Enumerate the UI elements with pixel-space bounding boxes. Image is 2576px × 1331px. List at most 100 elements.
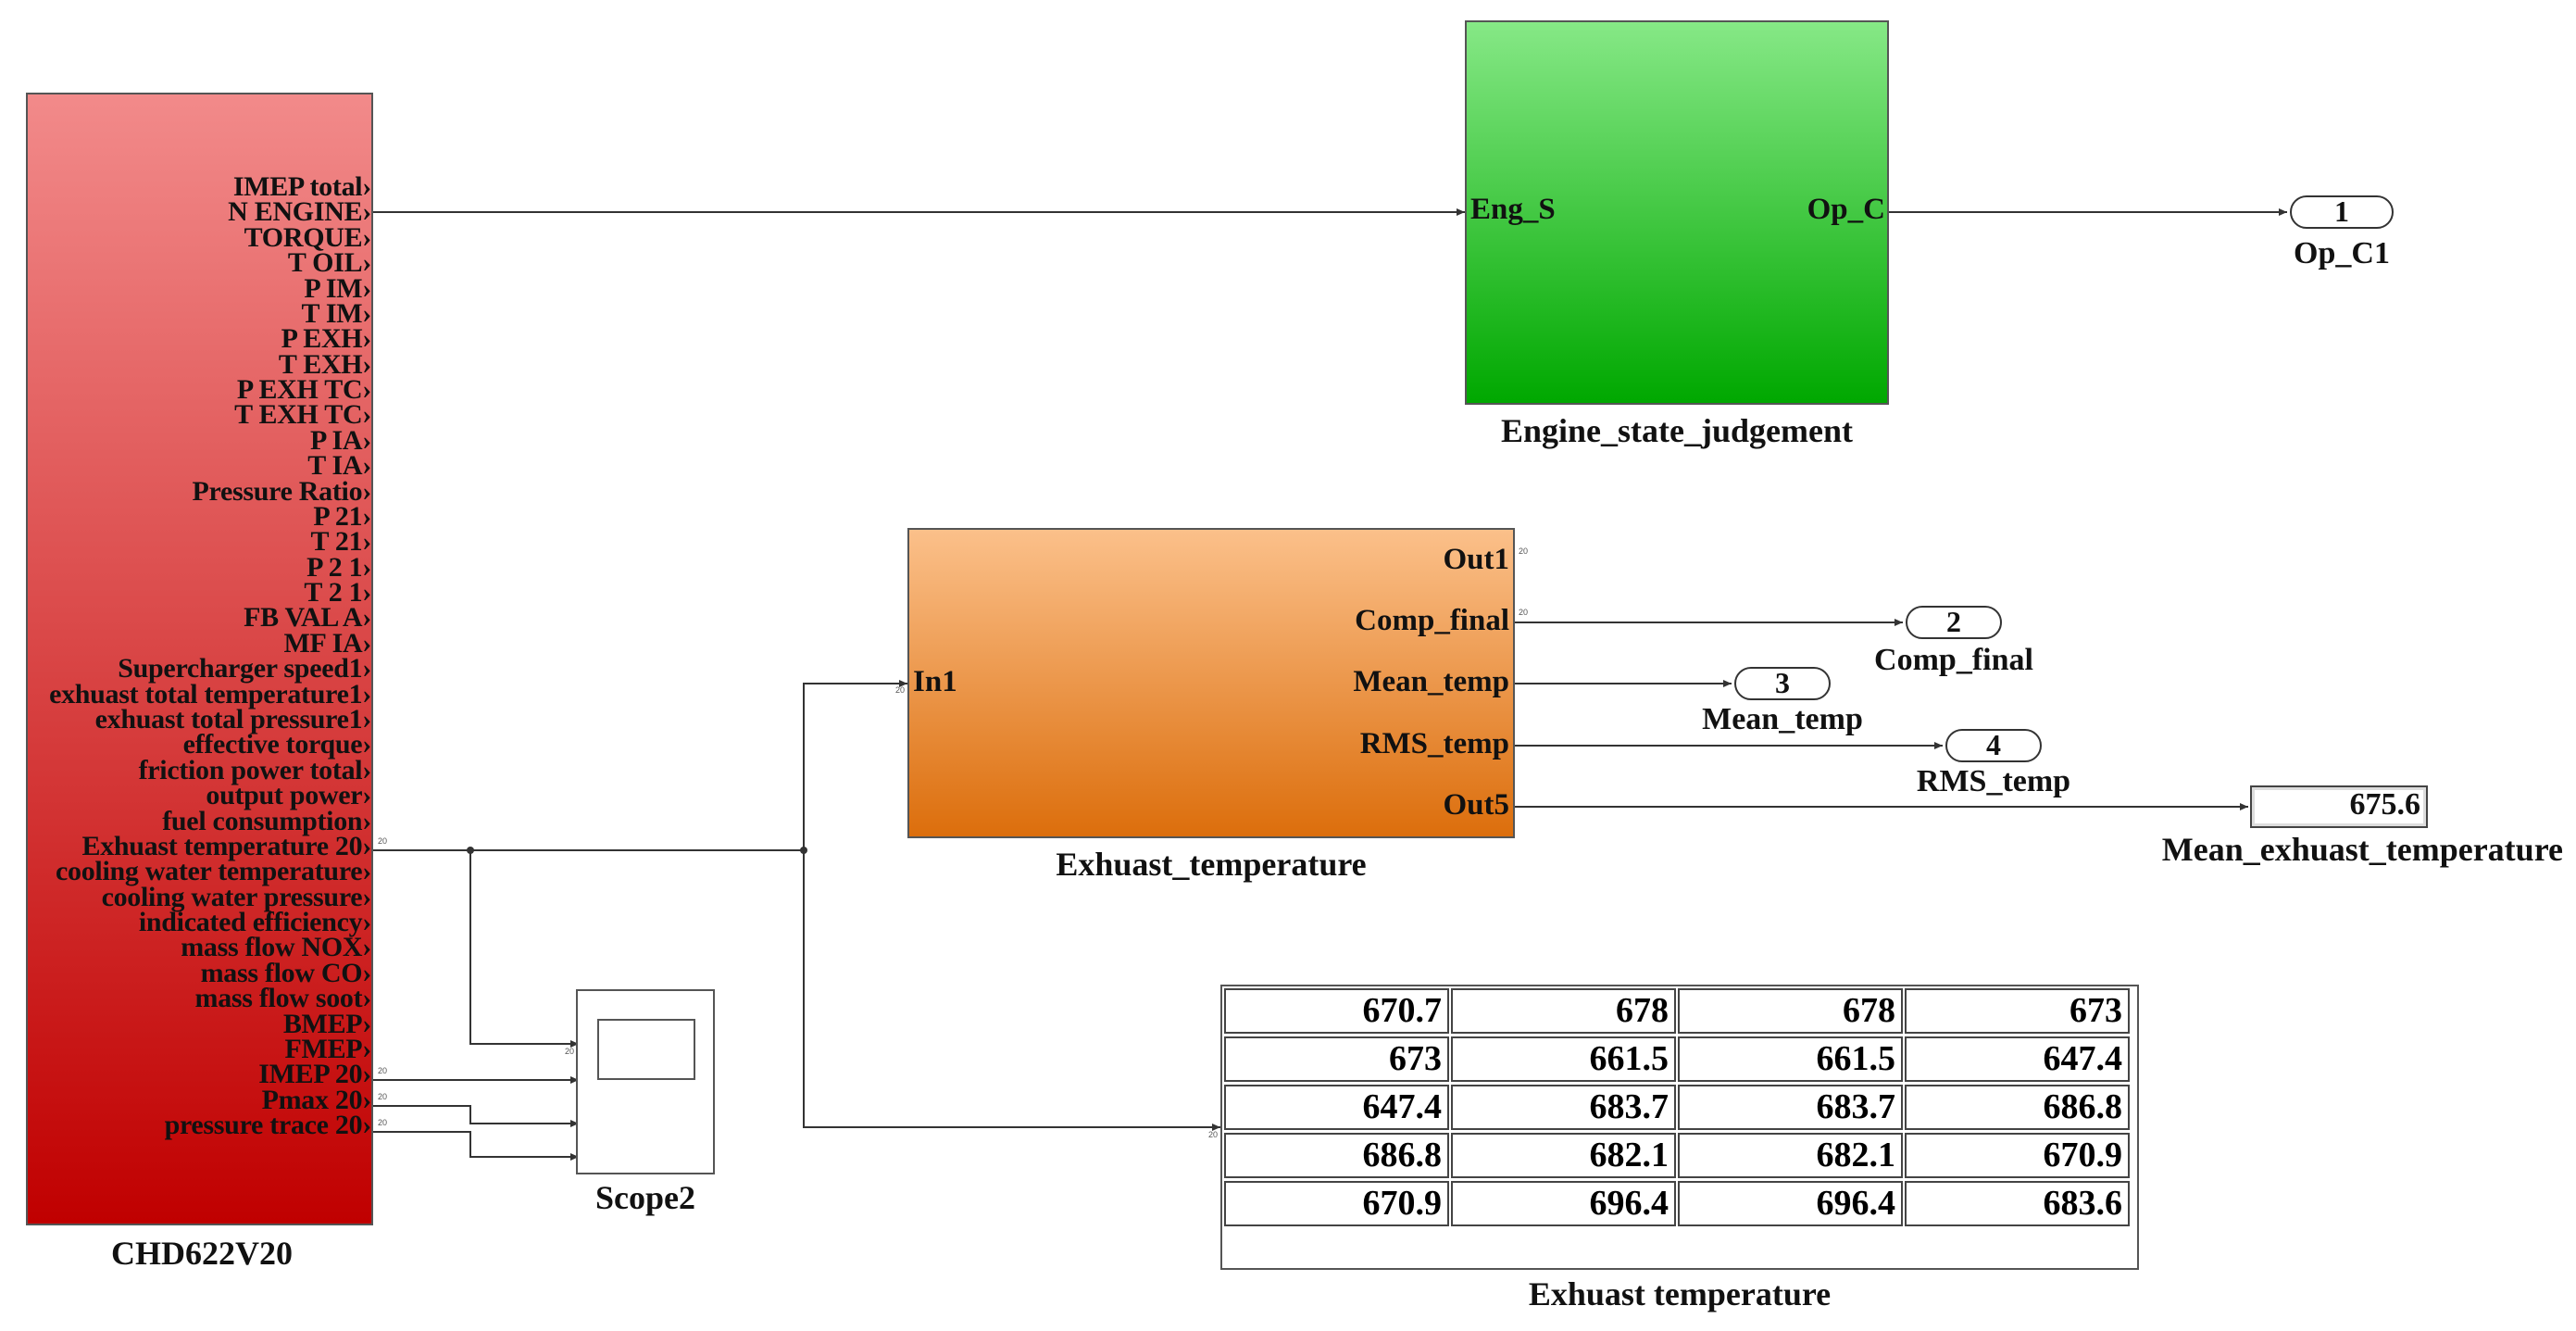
source-block[interactable] xyxy=(26,93,373,1225)
engine-out-port-label: Op_C xyxy=(1807,193,1885,226)
source-port-label: fuel consumption› xyxy=(162,807,371,836)
source-port-25: fuel consumption› xyxy=(26,807,371,836)
table-cell: 678 xyxy=(1678,988,1903,1034)
outport-1-name: Op_C1 xyxy=(2294,236,2390,270)
table-cell: 696.4 xyxy=(1451,1181,1676,1226)
source-port-11: T IA› xyxy=(26,451,371,481)
outport-4-shape xyxy=(1945,729,2042,762)
table-display-name: Exhuast temperature xyxy=(1528,1275,1832,1312)
source-port-label: cooling water temperature› xyxy=(56,857,371,886)
mean-display-value: 675.6 xyxy=(2349,787,2421,822)
dim-label-pmax: 20 xyxy=(378,1092,388,1101)
source-port-13: P 21› xyxy=(26,502,371,532)
source-port-label: MF IA› xyxy=(283,629,371,659)
source-port-1: N ENGINE› xyxy=(26,197,371,227)
engine-state-block[interactable] xyxy=(1465,20,1889,405)
table-cell: 673 xyxy=(1224,1036,1449,1082)
source-port-label: Pmax 20› xyxy=(261,1086,371,1115)
source-port-label: P IA› xyxy=(309,426,371,456)
source-port-label: T 21› xyxy=(310,527,371,557)
source-port-21: exhuast total pressure1› xyxy=(26,705,371,735)
outport-1-number[interactable]: 1 xyxy=(2334,195,2349,228)
source-port-label: friction power total› xyxy=(138,756,371,785)
source-port-4: P IM› xyxy=(26,274,371,304)
source-port-29: indicated efficiency› xyxy=(26,908,371,937)
outport-4-name: RMS_temp xyxy=(1916,764,2071,798)
exhaust-in-port-label: In1 xyxy=(913,665,957,698)
source-port-3: T OIL› xyxy=(26,248,371,278)
wire-pmax20 xyxy=(373,1105,579,1127)
source-port-10: P IA› xyxy=(26,426,371,456)
exhaust-out-port-3: Mean_temp xyxy=(1353,665,1509,698)
source-port-24: output power› xyxy=(26,781,371,810)
source-port-label: FMEP› xyxy=(284,1035,371,1064)
source-port-label: T IA› xyxy=(307,451,371,481)
engine-state-block-name: Engine_state_judgement xyxy=(1501,412,1853,449)
exhaust-temperature-block[interactable] xyxy=(907,528,1515,838)
source-port-15: P 2 1› xyxy=(26,553,371,583)
dim-label-scope-1: 20 xyxy=(565,1047,575,1056)
dim-label-exh: 20 xyxy=(378,836,388,846)
outport-2-number[interactable]: 2 xyxy=(1946,605,1961,638)
source-port-label: N ENGINE› xyxy=(228,197,371,227)
outport-3-shape xyxy=(1734,667,1831,700)
source-port-18: MF IA› xyxy=(26,629,371,659)
table-cell: 682.1 xyxy=(1678,1133,1903,1178)
source-port-16: T 2 1› xyxy=(26,578,371,608)
dim-label-out1: 20 xyxy=(1519,546,1529,556)
source-port-label: effective torque› xyxy=(182,730,371,760)
scope-name: Scope2 xyxy=(595,1179,695,1216)
source-port-label: P EXH TC› xyxy=(236,375,371,405)
table-cell: 661.5 xyxy=(1678,1036,1903,1082)
table-cell: 683.7 xyxy=(1678,1085,1903,1130)
source-port-label: exhuast total temperature1› xyxy=(49,680,371,709)
source-port-label: indicated efficiency› xyxy=(138,908,371,937)
source-port-20: exhuast total temperature1› xyxy=(26,680,371,709)
source-port-5: T IM› xyxy=(26,299,371,329)
outport-3-name: Mean_temp xyxy=(1702,702,1863,736)
wire-to-scope-1 xyxy=(469,850,579,1048)
scope-block[interactable] xyxy=(576,989,715,1174)
wire-ptrace20 xyxy=(373,1131,579,1161)
source-port-label: BMEP› xyxy=(282,1010,371,1039)
outport-1-shape xyxy=(2290,195,2394,229)
exhaust-out-port-5: Out5 xyxy=(1443,788,1509,822)
source-port-23: friction power total› xyxy=(26,756,371,785)
table-cell: 670.7 xyxy=(1224,988,1449,1034)
dim-label-imep: 20 xyxy=(378,1066,388,1075)
dim-label-table: 20 xyxy=(1208,1130,1219,1139)
source-port-label: TORQUE› xyxy=(244,223,371,253)
source-port-label: T EXH TC› xyxy=(234,400,371,430)
source-port-34: FMEP› xyxy=(26,1035,371,1064)
table-cell: 683.7 xyxy=(1451,1085,1676,1130)
source-port-27: cooling water temperature› xyxy=(26,857,371,886)
dim-label-in1: 20 xyxy=(895,685,906,695)
outport-4-number[interactable]: 4 xyxy=(1986,728,2001,761)
table-cell: 670.9 xyxy=(1905,1133,2130,1178)
source-port-31: mass flow CO› xyxy=(26,959,371,988)
source-port-label: P 2 1› xyxy=(306,553,371,583)
source-block-name: CHD622V20 xyxy=(111,1235,293,1272)
exhaust-out-port-4: RMS_temp xyxy=(1359,727,1509,760)
mean-display-block[interactable] xyxy=(2250,785,2428,828)
outport-3-number[interactable]: 3 xyxy=(1775,666,1790,699)
table-cell: 673 xyxy=(1905,988,2130,1034)
wire-to-table xyxy=(803,850,1220,1131)
source-port-14: T 21› xyxy=(26,527,371,557)
table-cell: 686.8 xyxy=(1224,1133,1449,1178)
outport-2-shape xyxy=(1906,606,2002,639)
source-port-label: Exhuast temperature 20› xyxy=(81,832,371,861)
table-cell: 647.4 xyxy=(1224,1085,1449,1130)
table-cell: 696.4 xyxy=(1678,1181,1903,1226)
dim-label-comp: 20 xyxy=(1519,608,1529,617)
source-port-37: pressure trace 20› xyxy=(26,1111,371,1140)
table-cell: 682.1 xyxy=(1451,1133,1676,1178)
source-port-26: Exhuast temperature 20› xyxy=(26,832,371,861)
source-port-9: T EXH TC› xyxy=(26,400,371,430)
source-port-label: IMEP total› xyxy=(232,172,371,202)
source-port-label: output power› xyxy=(206,781,371,810)
source-port-7: T EXH› xyxy=(26,350,371,380)
source-port-28: cooling water pressure› xyxy=(26,883,371,912)
source-port-35: IMEP 20› xyxy=(26,1060,371,1089)
